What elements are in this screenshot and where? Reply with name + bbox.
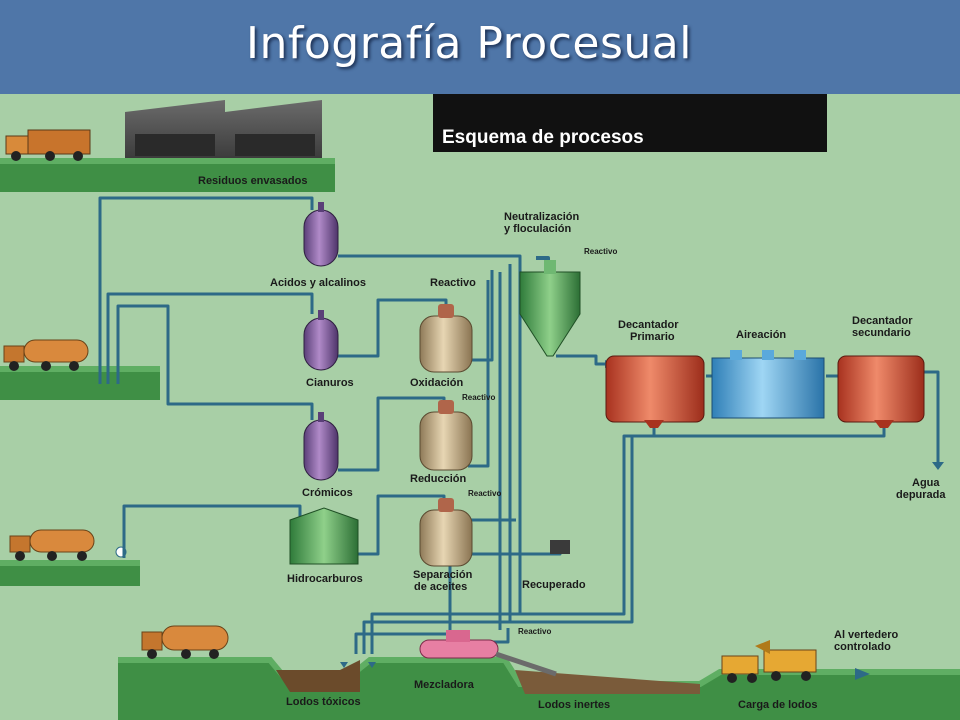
label-decantador-secundario: Decantador (852, 315, 913, 327)
tanker-truck-icon (141, 625, 229, 659)
header-plaque (433, 94, 827, 152)
process-diagram: Esquema de procesos (0, 94, 960, 720)
label-al-vertedero: Al vertedero (834, 629, 898, 641)
slide-title: Infografía Procesual (246, 18, 692, 69)
reactor-separacion (419, 498, 473, 567)
label-decantador-primario: Decantador (618, 319, 679, 331)
label-reactivo-mezcladora: Reactivo (518, 627, 551, 636)
warehouse-sheds (125, 100, 322, 158)
mezcladora-machine (419, 630, 557, 677)
label-cromicos: Crómicos (302, 487, 353, 499)
pipe-network (98, 196, 940, 654)
truck-icon (5, 129, 91, 161)
label-carga-de-lodos: Carga de lodos (738, 699, 817, 711)
container-recuperado (550, 540, 570, 554)
reactor-oxidacion (419, 304, 473, 373)
label-depurada: depurada (896, 489, 946, 501)
label-reactivo-reduccion: Reactivo (462, 393, 495, 402)
tank-hidrocarburos (289, 507, 359, 565)
label-agua: Agua (912, 477, 940, 489)
label-reduccion: Reducción (410, 473, 467, 485)
tank-acidos (303, 202, 339, 267)
label-mezcladora: Mezcladora (414, 679, 475, 691)
label-separacion: Separación (413, 569, 473, 581)
label-reactivo-oxidacion: Reactivo (430, 277, 476, 289)
reactor-reduccion (419, 400, 473, 471)
tank-cromicos (303, 412, 339, 481)
label-lodos-inertes: Lodos inertes (538, 699, 610, 711)
title-bar: Infografía Procesual (0, 0, 960, 94)
label-secundario: secundario (852, 327, 911, 339)
label-floculacion: y floculación (504, 223, 572, 235)
label-primario: Primario (630, 331, 675, 343)
tank-cianuros (303, 310, 339, 371)
diagram-header: Esquema de procesos (442, 127, 644, 148)
label-residuos-envasados: Residuos envasados (198, 175, 307, 187)
tanker-truck-icon (9, 529, 127, 561)
loader-truck-icon (721, 640, 817, 683)
label-controlado: controlado (834, 641, 891, 653)
label-hidrocarburos: Hidrocarburos (287, 573, 363, 585)
label-reactivo-separacion: Reactivo (468, 489, 501, 498)
label-reactivo-neutralizacion: Reactivo (584, 247, 617, 256)
tank-neutralizacion (519, 260, 581, 357)
tank-decantador-primario (605, 355, 705, 428)
label-lodos-toxicos: Lodos tóxicos (286, 696, 361, 708)
tank-aireacion (711, 350, 825, 419)
label-aireacion: Aireación (736, 329, 786, 341)
label-neutralizacion: Neutralización (504, 211, 579, 223)
label-cianuros: Cianuros (306, 377, 354, 389)
label-de-aceites: de aceites (414, 581, 467, 593)
label-acidos-alcalinos: Acidos y alcalinos (270, 277, 366, 289)
label-recuperado: Recuperado (522, 579, 586, 591)
tank-decantador-secundario (837, 355, 925, 428)
tanker-truck-icon (3, 339, 89, 371)
label-oxidacion: Oxidación (410, 377, 463, 389)
